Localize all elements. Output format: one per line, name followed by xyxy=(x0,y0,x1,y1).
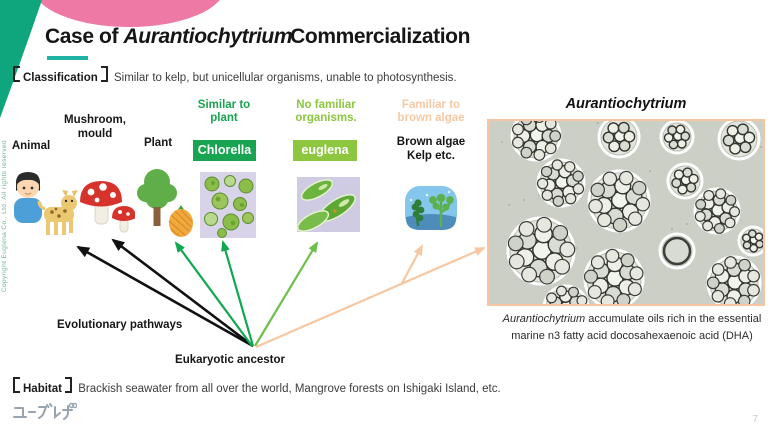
habitat-text: Brackish seawater from all over the worl… xyxy=(78,383,501,395)
label-mushroom-mould: Mushroom, mould xyxy=(64,114,126,140)
title-species-italic: Aurantiochytrium xyxy=(123,25,293,48)
classification-label: Classification xyxy=(23,72,98,84)
title-suffix: Commercialization xyxy=(290,25,471,48)
vertical-copyright-text: Copyright Euglena Co., Ltd. All rights r… xyxy=(1,140,8,293)
pink-circle-decoration xyxy=(33,0,225,27)
close-bracket-icon xyxy=(100,66,108,82)
label-plant: Plant xyxy=(143,137,173,149)
page-title: Case of AurantiochytriumCommercializatio… xyxy=(45,25,470,49)
eukaryotic-ancestor-label: Eukaryotic ancestor xyxy=(175,354,285,366)
close-bracket-icon xyxy=(64,377,72,393)
title-underline xyxy=(47,56,88,60)
aurantiochytrium-micrograph xyxy=(487,119,765,306)
teal-wedge-decoration xyxy=(0,0,42,118)
chlorella-pill: Chlorella xyxy=(193,140,256,161)
evolutionary-pathways-label: Evolutionary pathways xyxy=(57,319,183,331)
classification-text: Similar to kelp, but unicellular organis… xyxy=(113,72,457,84)
micrograph-caption: Aurantiochytrium accumulate oils rich in… xyxy=(487,311,768,344)
mushroom-illustration xyxy=(80,181,135,233)
kelp-illustration xyxy=(405,186,457,230)
open-bracket-icon xyxy=(13,66,20,82)
caption-line-2: marine n3 fatty acid docosahexaenoic aci… xyxy=(511,329,753,342)
header-familiar-to-brown-algae: Familiar to brown algae xyxy=(397,99,465,125)
habitat-line: Habitat Brackish seawater from all over … xyxy=(10,377,501,395)
euglena-pill: euglena xyxy=(293,140,357,161)
euglena-logo xyxy=(13,402,77,420)
title-prefix: Case of xyxy=(45,25,124,48)
habitat-label: Habitat xyxy=(23,383,62,395)
open-bracket-icon xyxy=(13,377,20,393)
euglena-micrograph xyxy=(297,177,360,232)
header-similar-to-plant: Similar to plant xyxy=(197,99,251,125)
aurantiochytrium-heading: Aurantiochytrium xyxy=(565,96,687,112)
animal-illustration xyxy=(14,172,78,235)
classification-line: Classification Similar to kelp, but unic… xyxy=(10,66,457,84)
plant-illustration xyxy=(137,169,193,237)
label-brown-algae-kelp: Brown algae Kelp etc. xyxy=(396,136,466,163)
caption-line-1: Aurantiochytrium accumulate oils rich in… xyxy=(502,313,762,325)
label-animal: Animal xyxy=(11,140,51,152)
chlorella-micrograph xyxy=(200,172,256,238)
header-no-familiar-organisms: No familiar organisms. xyxy=(295,99,357,125)
page-number: 7 xyxy=(752,414,758,425)
